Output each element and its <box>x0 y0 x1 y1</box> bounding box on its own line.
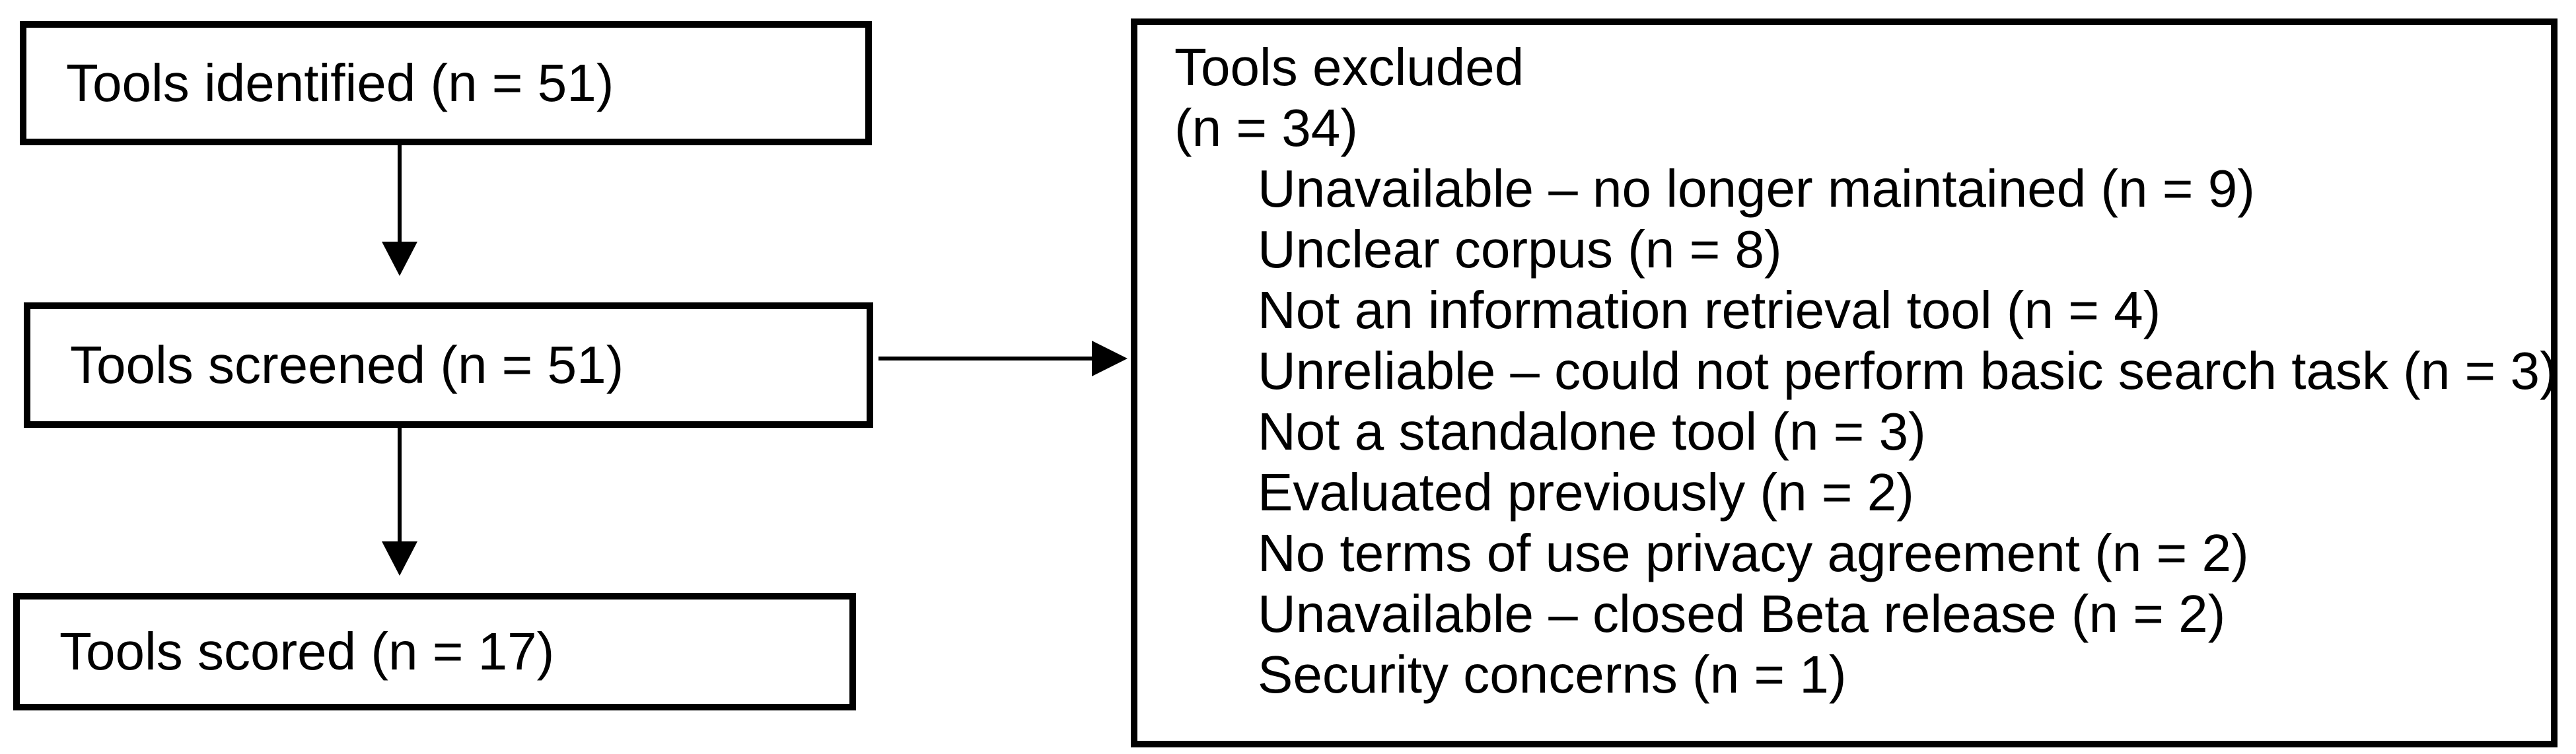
box-tools-screened: Tools screened (n = 51) <box>24 302 873 428</box>
arrow-down-screened-to-scored-head <box>382 541 417 576</box>
box-tools-excluded: Tools excluded (n = 34) Unavailable – no… <box>1131 18 2558 747</box>
arrow-right-screened-to-excluded-head <box>1092 341 1127 376</box>
box-tools-identified-label: Tools identified (n = 51) <box>66 53 614 112</box>
arrow-right-screened-to-excluded-line <box>878 357 1094 360</box>
excluded-title: Tools excluded <box>1174 38 1524 96</box>
arrow-down-identified-to-screened-head <box>382 242 417 276</box>
exclusion-reason-item: Unreliable – could not perform basic sea… <box>1258 341 2558 400</box>
exclusion-reason-item: Unclear corpus (n = 8) <box>1258 220 1782 279</box>
exclusion-reason-item: Unavailable – no longer maintained (n = … <box>1258 159 2255 218</box>
arrow-down-identified-to-screened-line <box>398 145 402 243</box>
arrow-down-screened-to-scored-line <box>398 428 402 543</box>
exclusion-reason-item: Unavailable – closed Beta release (n = 2… <box>1258 584 2226 643</box>
exclusion-reason-item: No terms of use privacy agreement (n = 2… <box>1258 524 2249 582</box>
box-tools-screened-label: Tools screened (n = 51) <box>70 335 624 394</box>
box-tools-scored-label: Tools scored (n = 17) <box>59 622 555 681</box>
exclusion-reason-item: Evaluated previously (n = 2) <box>1258 463 1914 522</box>
exclusion-reason-item: Not an information retrieval tool (n = 4… <box>1258 281 2161 339</box>
box-tools-scored: Tools scored (n = 17) <box>13 593 856 710</box>
exclusion-reason-list: Unavailable – no longer maintained (n = … <box>1258 158 2558 705</box>
box-tools-identified: Tools identified (n = 51) <box>20 21 872 145</box>
exclusion-reason-item: Not a standalone tool (n = 3) <box>1258 402 1926 461</box>
excluded-count: (n = 34) <box>1174 98 1358 157</box>
exclusion-reason-item: Security concerns (n = 1) <box>1258 645 1847 704</box>
